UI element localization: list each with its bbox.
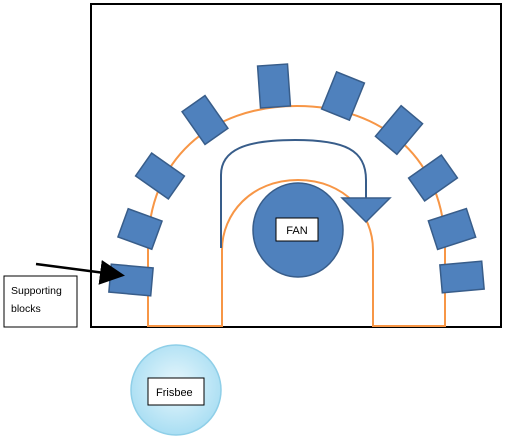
supporting-block (374, 104, 424, 156)
callout-label-line1: Supporting (11, 285, 62, 297)
supporting-block (407, 154, 459, 202)
supporting-block (427, 207, 477, 251)
supporting-block (181, 94, 229, 146)
callout-box (3, 275, 78, 328)
supporting-blocks-group (108, 63, 485, 297)
supporting-block (116, 207, 164, 251)
supporting-block (108, 263, 154, 297)
supporting-block (134, 152, 186, 200)
supporting-block (256, 63, 292, 109)
frisbee-label: Frisbee (156, 387, 193, 399)
supporting-block (320, 70, 366, 122)
fan-label-box (275, 217, 319, 242)
frisbee-label-box (147, 377, 205, 406)
callout-label-line2: blocks (11, 303, 41, 315)
airflow-path (220, 138, 367, 248)
supporting-block (439, 260, 485, 294)
airflow-arrowhead (340, 197, 392, 224)
fan-label: FAN (286, 225, 307, 237)
callout-arrow (35, 260, 125, 285)
